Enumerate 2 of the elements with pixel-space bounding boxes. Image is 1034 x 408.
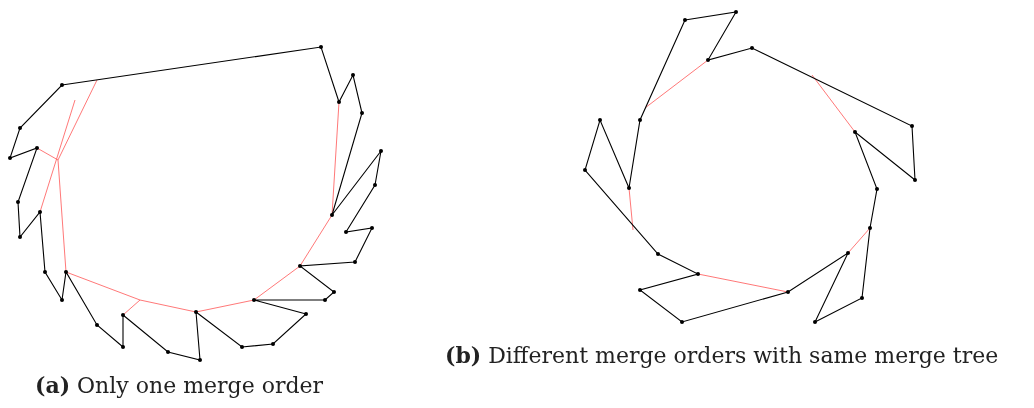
figure-caption: (b) Different merge orders with same merge tree bbox=[445, 341, 1000, 370]
figure-caption: (a) Only one merge order bbox=[35, 371, 325, 400]
